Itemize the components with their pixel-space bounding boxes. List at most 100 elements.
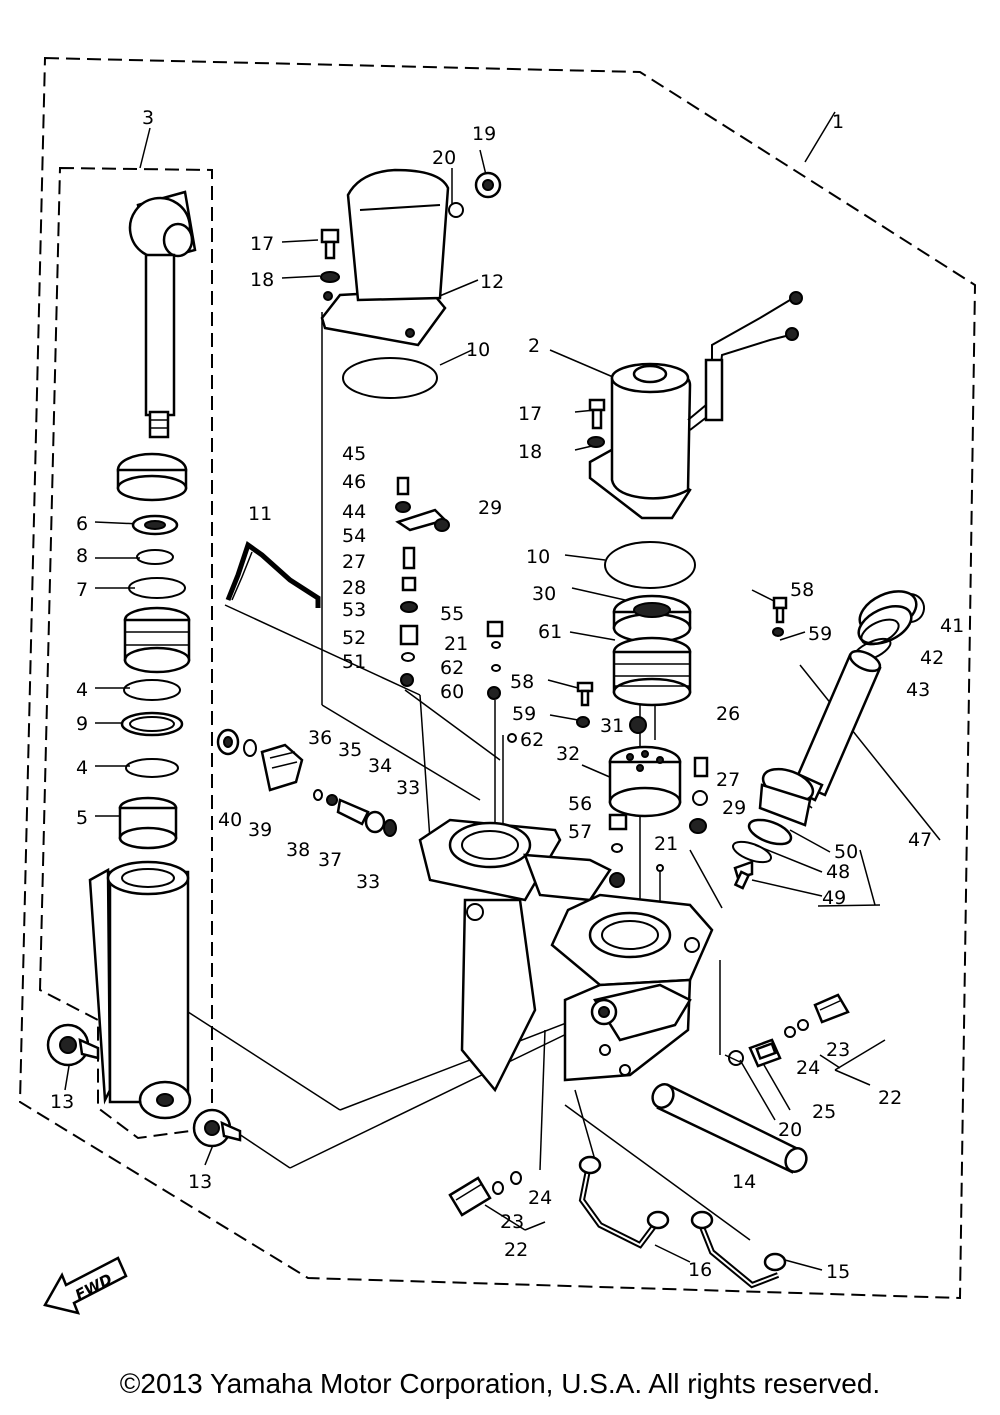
callout-47: 47 [908, 829, 932, 851]
callout-28: 28 [342, 577, 366, 599]
callout-13: 13 [50, 1091, 74, 1113]
bolt-17-washer-18-right [587, 398, 606, 448]
callout-4: 4 [76, 757, 88, 779]
callout-7: 7 [76, 579, 88, 601]
tilt-cylinder-assembly [88, 190, 197, 1120]
callout-25: 25 [812, 1101, 836, 1123]
callout-20: 20 [778, 1119, 802, 1141]
callout-29: 29 [478, 497, 502, 519]
callout-17: 17 [250, 233, 274, 255]
callout-9: 9 [76, 713, 88, 735]
callout-5: 5 [76, 807, 88, 829]
callout-52: 52 [342, 627, 366, 649]
callout-34: 34 [368, 755, 392, 777]
callout-43: 43 [906, 679, 930, 701]
electric-motor-2 [588, 291, 803, 520]
callout-39: 39 [248, 819, 272, 841]
callout-13: 13 [188, 1171, 212, 1193]
callout-10: 10 [526, 546, 550, 568]
callout-58: 58 [510, 671, 534, 693]
callout-40: 40 [218, 809, 242, 831]
callout-4: 4 [76, 679, 88, 701]
callout-23: 23 [826, 1039, 850, 1061]
pipe-15 [690, 1210, 787, 1289]
callout-16: 16 [688, 1259, 712, 1281]
callout-22: 22 [878, 1087, 902, 1109]
callout-38: 38 [286, 839, 310, 861]
bushing-13-right [192, 1108, 242, 1148]
pipe-11-inner [231, 551, 253, 601]
pipe-16 [578, 1155, 670, 1249]
callout-26: 26 [716, 703, 740, 725]
callout-37: 37 [318, 849, 342, 871]
copyright-notice: ©2013 Yamaha Motor Corporation, U.S.A. A… [119, 1368, 881, 1399]
callout-18: 18 [250, 269, 274, 291]
check-valve-25 [728, 1038, 782, 1068]
callout-55: 55 [440, 603, 464, 625]
plug-56-57-21 [608, 813, 664, 888]
o-ring-10-motor [604, 541, 696, 589]
callout-10: 10 [466, 339, 490, 361]
callout-35: 35 [338, 739, 362, 761]
callout-17: 17 [518, 403, 542, 425]
callout-12: 12 [480, 271, 504, 293]
callout-33: 33 [356, 871, 380, 893]
plug-22-bottom [448, 1171, 522, 1217]
callout-15: 15 [826, 1261, 850, 1283]
callout-41: 41 [940, 615, 964, 637]
plug-19 [448, 171, 502, 218]
callout-61: 61 [538, 621, 562, 643]
manual-valve-33-40 [216, 728, 397, 837]
callout-56: 56 [568, 793, 592, 815]
trim-piston-47-50-48-49 [732, 767, 815, 890]
callout-27: 27 [342, 551, 366, 573]
callout-3: 3 [142, 107, 154, 129]
filter-61 [612, 636, 692, 707]
callout-54: 54 [342, 525, 366, 547]
assembly-boundary-3 [38, 166, 213, 1140]
power-trim-tilt-exploded-diagram: FWD 131920171812102171845464429115427285… [18, 56, 977, 1315]
callout-46: 46 [342, 471, 366, 493]
callout-59: 59 [808, 623, 832, 645]
pump-housing [418, 818, 612, 1093]
trim-piston-rod [793, 649, 882, 802]
seal-30 [612, 594, 692, 644]
callout-22: 22 [504, 1239, 528, 1261]
callout-14: 14 [732, 1171, 756, 1193]
cap-41-42-43 [852, 590, 925, 663]
valve-stack-45-51 [395, 476, 450, 687]
callout-45: 45 [342, 443, 366, 465]
callout-59: 59 [512, 703, 536, 725]
callout-24: 24 [796, 1057, 820, 1079]
callout-51: 51 [342, 651, 366, 673]
screw-58-pin-59-right [772, 596, 788, 637]
plug-22-right [784, 993, 850, 1038]
callout-6: 6 [76, 513, 88, 535]
callout-24: 24 [528, 1187, 552, 1209]
callout-30: 30 [532, 583, 556, 605]
callout-42: 42 [920, 647, 944, 669]
valve-stack-55-60 [486, 620, 517, 743]
callout-1: 1 [832, 111, 844, 133]
callout-62: 62 [520, 729, 544, 751]
o-ring-10-top [342, 357, 438, 399]
screw-58-pin-59-31 [576, 681, 647, 734]
callout-33: 33 [396, 777, 420, 799]
callout-27: 27 [716, 769, 740, 791]
callout-62: 62 [440, 657, 464, 679]
callout-48: 48 [826, 861, 850, 883]
reservoir-cover-12 [320, 168, 450, 347]
callout-2: 2 [528, 335, 540, 357]
callout-8: 8 [76, 545, 88, 567]
callout-31: 31 [600, 715, 624, 737]
callout-29: 29 [722, 797, 746, 819]
callout-21: 21 [444, 633, 468, 655]
callout-60: 60 [440, 681, 464, 703]
pipe-11 [225, 540, 321, 608]
callout-49: 49 [822, 887, 846, 909]
shaft-14 [651, 1083, 808, 1174]
callout-18: 18 [518, 441, 542, 463]
callout-44: 44 [342, 501, 366, 523]
callout-20: 20 [432, 147, 456, 169]
callout-21: 21 [654, 833, 678, 855]
